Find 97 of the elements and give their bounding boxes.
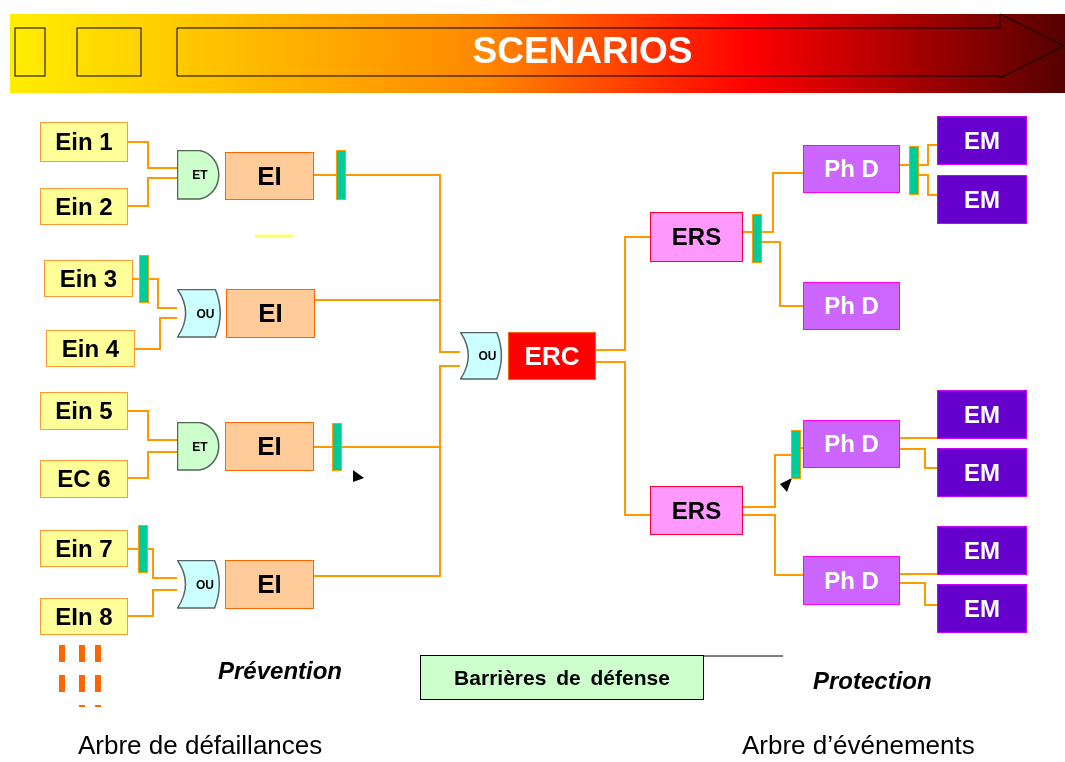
barrier-bar xyxy=(138,525,148,573)
event-box xyxy=(40,598,128,635)
connector-line xyxy=(595,361,651,516)
node-text: Ein 3 xyxy=(59,264,118,293)
node-text: ET xyxy=(192,168,208,182)
event-box xyxy=(40,460,128,498)
connector-line xyxy=(742,454,792,508)
event-box xyxy=(508,332,596,380)
connector-line xyxy=(761,172,804,233)
event-box xyxy=(650,486,743,535)
node-text: EM xyxy=(964,185,1000,214)
event-box xyxy=(937,390,1027,439)
connector-line xyxy=(127,589,178,617)
connector-line xyxy=(761,241,804,307)
event-box xyxy=(225,422,314,471)
node-text: EC 6 xyxy=(57,465,111,493)
node-text: ET xyxy=(192,439,208,454)
caption-text: Arbre de défaillances xyxy=(78,730,323,761)
connector-line xyxy=(148,278,178,309)
event-box xyxy=(803,145,900,193)
event-box xyxy=(40,392,128,430)
event-box xyxy=(803,556,900,605)
node-text: EIn 8 xyxy=(55,602,113,631)
node-text: ERS xyxy=(671,496,722,525)
caption-text: Prévention xyxy=(218,657,343,685)
connector-line xyxy=(899,573,938,575)
event-box xyxy=(225,152,314,200)
node-text: ERC xyxy=(524,340,580,372)
node-text: Ph D xyxy=(824,292,879,320)
connector-line xyxy=(314,299,461,353)
event-box xyxy=(803,420,900,468)
event-box xyxy=(650,212,743,262)
event-box xyxy=(40,122,128,162)
caption-text: Protection xyxy=(813,667,932,695)
connector-line xyxy=(899,437,938,439)
event-box xyxy=(937,175,1027,224)
connector-line xyxy=(899,164,910,166)
barrier-bar xyxy=(332,423,342,471)
connector-line xyxy=(742,231,753,233)
node-text: EI xyxy=(257,431,282,462)
node-text: EI xyxy=(257,160,282,192)
connector-line xyxy=(127,410,178,441)
barrier-bar xyxy=(336,150,346,200)
connector-line xyxy=(132,278,140,280)
connector-line xyxy=(127,141,178,169)
node-text: OU xyxy=(196,577,214,592)
connector-line xyxy=(127,177,178,207)
event-box xyxy=(46,330,135,367)
node-text: EI xyxy=(257,569,282,600)
connector-line xyxy=(127,451,178,479)
connector-line xyxy=(899,582,938,606)
legend-box xyxy=(420,655,704,700)
node-text: Ein 1 xyxy=(55,128,113,156)
node-text: OU xyxy=(196,306,215,321)
node-text: EM xyxy=(964,536,1000,565)
connector-line xyxy=(147,548,178,579)
node-text: Ein 7 xyxy=(55,534,113,563)
node-text: EM xyxy=(964,594,1000,623)
event-box xyxy=(937,448,1027,497)
connector-line xyxy=(899,448,938,469)
node-text: Ph D xyxy=(824,155,879,183)
barrier-bar xyxy=(791,430,801,479)
connector-line xyxy=(918,174,938,196)
event-box xyxy=(803,282,900,330)
node-text: Ein 2 xyxy=(55,192,113,221)
event-box xyxy=(225,560,314,609)
connector-line xyxy=(313,446,333,448)
event-box xyxy=(937,584,1027,633)
node-text: EM xyxy=(964,400,1000,429)
event-box xyxy=(226,289,315,338)
event-box xyxy=(937,526,1027,575)
and-gate xyxy=(177,150,223,200)
title-text: SCENARIOS xyxy=(471,30,694,72)
connector-line xyxy=(595,236,651,351)
node-text: EM xyxy=(964,458,1000,487)
node-text: Ein 4 xyxy=(61,334,120,363)
connector-line xyxy=(742,514,804,576)
node-text: EM xyxy=(964,126,1000,155)
event-box xyxy=(40,530,128,567)
node-text: Ph D xyxy=(824,566,879,595)
node-text: Ein 5 xyxy=(55,397,113,425)
node-text: EI xyxy=(258,298,283,329)
connector-line xyxy=(127,548,139,550)
barrier-bar xyxy=(139,255,149,303)
barrier-bar xyxy=(909,146,919,195)
connector-line xyxy=(918,144,938,166)
event-box xyxy=(40,188,128,225)
node-text: ERS xyxy=(671,223,722,251)
connector-line xyxy=(134,317,178,350)
connector-line xyxy=(313,365,461,577)
caption-text: Arbre d’événements xyxy=(742,730,975,761)
node-text: Barrières de défense xyxy=(454,665,670,690)
barrier-bar xyxy=(752,214,762,263)
event-box xyxy=(44,260,133,297)
node-text: OU xyxy=(478,349,497,363)
node-text: Ph D xyxy=(824,430,879,458)
event-box xyxy=(937,116,1027,165)
